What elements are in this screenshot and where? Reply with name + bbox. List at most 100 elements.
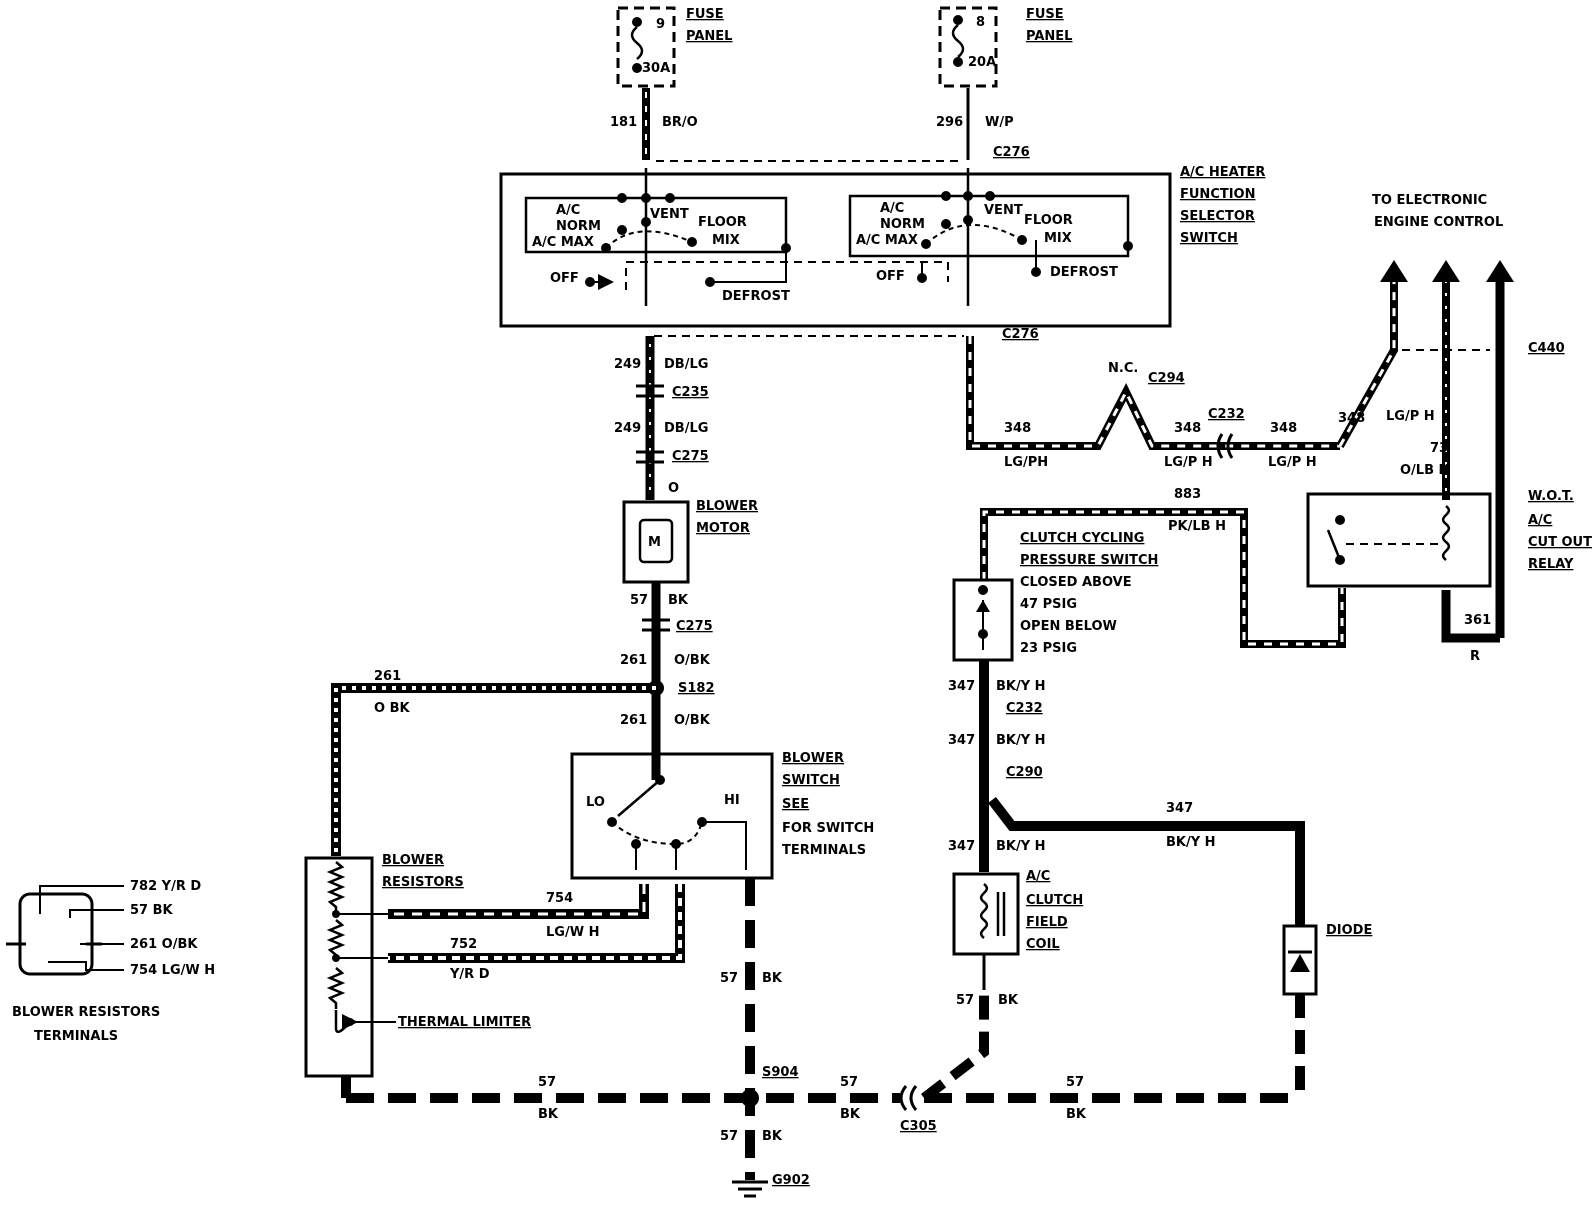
fuse-right-number: 8 xyxy=(976,15,985,30)
blower-switch: LO HI BLOWER SWITCH SEE FOR SWITCH TERMI… xyxy=(570,751,874,880)
legend-item-3: 261 O/BK xyxy=(130,937,198,952)
fuse-left: 9 30A FUSE PANEL xyxy=(616,6,732,88)
legend-item-2: 57 BK xyxy=(130,903,174,918)
wire-57-gd-num: 57 xyxy=(720,1129,738,1144)
ground-symbol xyxy=(732,1180,768,1198)
wire-57-coil-num: 57 xyxy=(956,993,974,1008)
wire-347b-color: BK/Y H xyxy=(996,733,1046,748)
wire-181-num: 181 xyxy=(610,115,637,130)
relay-label-1: W.O.T. xyxy=(1528,489,1574,504)
wire-57-sw-color: BK xyxy=(762,971,783,986)
sel-right-vent: VENT xyxy=(984,203,1023,218)
wire-347c-color: BK/Y H xyxy=(1166,835,1216,850)
wot-relay: W.O.T. A/C CUT OUT RELAY xyxy=(1306,489,1592,588)
blower-resistors-label-1: BLOWER xyxy=(382,853,444,868)
sel-left-floor: FLOOR xyxy=(698,215,747,230)
wire-261a-num: 261 xyxy=(620,653,647,668)
electronic-label-1: TO ELECTRONIC xyxy=(1372,193,1487,208)
diode-label: DIODE xyxy=(1326,923,1372,938)
blower-switch-label-1: BLOWER xyxy=(782,751,844,766)
terminals-legend: 782 Y/R D 57 BK 261 O/BK 754 LG/W H BLOW… xyxy=(6,879,215,1044)
wire-249a-num: 249 xyxy=(614,357,641,372)
wire-348d-color: LG/P H xyxy=(1386,409,1435,424)
connector-nc: N.C. xyxy=(1108,361,1138,376)
clutch-label-4: COIL xyxy=(1026,937,1060,952)
sel-right-ac: A/C xyxy=(880,201,904,216)
wire-57-motor-color: BK xyxy=(668,593,689,608)
selector-title-4: SWITCH xyxy=(1180,231,1238,246)
connector-c275-b: C275 xyxy=(676,619,713,634)
blower-motor: M BLOWER MOTOR xyxy=(622,499,758,584)
connector-c276-top: C276 xyxy=(993,145,1030,160)
wire-73-color: O/LB H xyxy=(1400,463,1449,478)
connector-c232-top: C232 xyxy=(1208,407,1245,422)
blower-switch-label-2: SWITCH xyxy=(782,773,840,788)
sel-left-defrost: DEFROST xyxy=(722,289,790,304)
pressure-label-6: 23 PSIG xyxy=(1020,641,1077,656)
wire-361-num: 361 xyxy=(1464,613,1491,628)
diode: DIODE xyxy=(1282,923,1372,996)
thermal-limiter-label: THERMAL LIMITER xyxy=(398,1015,531,1030)
sel-right-off: OFF xyxy=(876,269,905,284)
wire-754-num: 754 xyxy=(546,891,573,906)
clutch-coil: A/C CLUTCH FIELD COIL xyxy=(952,869,1083,956)
wire-348c-num: 348 xyxy=(1270,421,1297,436)
sel-right-floor: FLOOR xyxy=(1024,213,1073,228)
relay-label-4: RELAY xyxy=(1528,557,1574,572)
sel-right-mix: MIX xyxy=(1044,231,1072,246)
connector-c440: C440 xyxy=(1528,341,1565,356)
wire-754-color: LG/W H xyxy=(546,925,599,940)
fuse-left-number: 9 xyxy=(656,17,665,32)
fuse-left-rating: 30A xyxy=(642,61,670,76)
fuse-right: 8 20A FUSE PANEL xyxy=(938,6,1072,88)
wire-348b-num: 348 xyxy=(1174,421,1201,436)
pressure-label-3: CLOSED ABOVE xyxy=(1020,575,1132,590)
sel-right-norm: NORM xyxy=(880,217,925,232)
wire-73-num: 73 xyxy=(1430,441,1448,456)
legend-title-1: BLOWER RESISTORS xyxy=(12,1005,160,1020)
wire-57-motor-num: 57 xyxy=(630,593,648,608)
arrows-to-ecu xyxy=(1380,260,1514,282)
wire-296-num: 296 xyxy=(936,115,963,130)
splice-s182: S182 xyxy=(678,681,715,696)
wire-57-gr-color: BK xyxy=(1066,1107,1087,1122)
pressure-label-2: PRESSURE SWITCH xyxy=(1020,553,1158,568)
wire-57-gr-num: 57 xyxy=(1066,1075,1084,1090)
clutch-label-2: CLUTCH xyxy=(1026,893,1083,908)
connector-c275-a: C275 xyxy=(672,449,709,464)
fuse-right-rating: 20A xyxy=(968,55,996,70)
blower-motor-symbol: M xyxy=(648,535,661,550)
connector-c276-bottom: C276 xyxy=(1002,327,1039,342)
wire-347c-num: 347 xyxy=(1166,801,1193,816)
fuse-right-label-2: PANEL xyxy=(1026,29,1072,44)
blower-switch-label-3: SEE xyxy=(782,797,809,812)
wire-261c-color: O BK xyxy=(374,701,410,716)
clutch-label-1: A/C xyxy=(1026,869,1050,884)
wire-752-color: Y/R D xyxy=(449,967,490,982)
sel-right-acmax: A/C MAX xyxy=(856,233,918,248)
blower-switch-lo: LO xyxy=(586,795,605,810)
relay-label-2: A/C xyxy=(1528,513,1552,528)
sel-left-ac: A/C xyxy=(556,203,580,218)
wire-57-gl-num: 57 xyxy=(538,1075,556,1090)
pressure-switch: CLUTCH CYCLING PRESSURE SWITCH CLOSED AB… xyxy=(952,531,1158,662)
selector-title-1: A/C HEATER xyxy=(1180,165,1265,180)
wire-57-coil-color: BK xyxy=(998,993,1019,1008)
sel-left-off: OFF xyxy=(550,271,579,286)
sel-left-vent: VENT xyxy=(650,207,689,222)
blower-switch-label-5: TERMINALS xyxy=(782,843,866,858)
electronic-label-2: ENGINE CONTROL xyxy=(1374,215,1503,230)
pressure-label-1: CLUTCH CYCLING xyxy=(1020,531,1144,546)
fuse-right-label-1: FUSE xyxy=(1026,7,1064,22)
wire-347a-color: BK/Y H xyxy=(996,679,1046,694)
sel-left-mix: MIX xyxy=(712,233,740,248)
pressure-label-5: OPEN BELOW xyxy=(1020,619,1117,634)
relay-label-3: CUT OUT xyxy=(1528,535,1592,550)
connector-c235: C235 xyxy=(672,385,709,400)
wire-347d-color: BK/Y H xyxy=(996,839,1046,854)
legend-title-2: TERMINALS xyxy=(34,1029,118,1044)
legend-item-4: 754 LG/W H xyxy=(130,963,215,978)
wire-261c-num: 261 xyxy=(374,669,401,684)
blower-resistors: BLOWER RESISTORS THERMAL LIMITER xyxy=(304,853,531,1078)
function-selector-switch: A/C NORM A/C MAX VENT FLOOR MIX OFF DEFR… xyxy=(499,165,1265,328)
